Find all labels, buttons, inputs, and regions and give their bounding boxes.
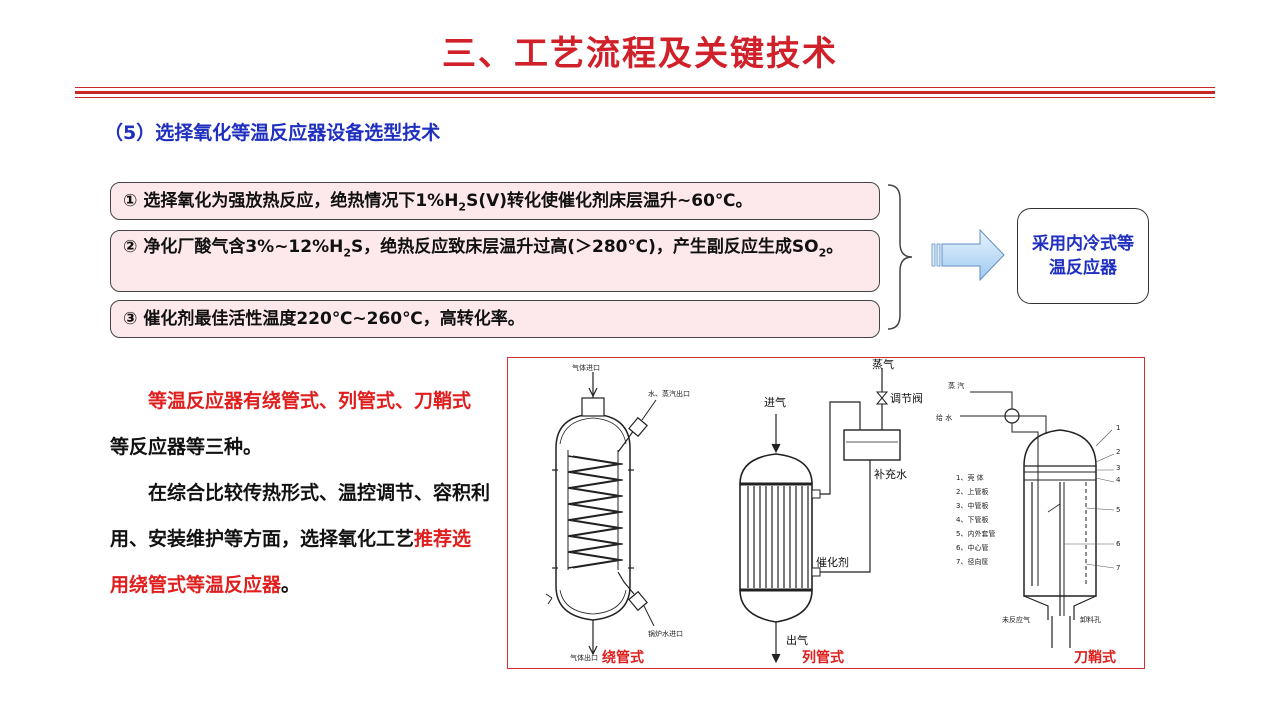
tube-steam-label: 蒸气 [872, 358, 894, 371]
reactor-types-suffix: 等反应器等三种。 [110, 436, 263, 458]
comparison-text: 在综合比较传热形式、温控调节、容积利用、安装维护等方面，选择氧化工艺 [110, 482, 491, 550]
title-divider-thin-top [75, 87, 1215, 88]
item-sub: 2 [458, 200, 467, 214]
item-text-pre: 选择氧化为强放热反应，绝热情况下1%H [143, 191, 459, 211]
sheath-discharge-label: 卸料孔 [1080, 615, 1101, 624]
coil-steam-outlet-label: 水、蒸汽出口 [648, 389, 690, 398]
sheath-reactor-diagram [960, 391, 1115, 648]
section-subtitle: （5）选择氧化等温反应器设备选型技术 [104, 122, 441, 144]
sheath-number-1: 1 [1116, 424, 1120, 432]
sheath-number-4: 4 [1116, 476, 1121, 484]
sheath-unreacted-label: 未反应气 [1002, 615, 1030, 624]
reactor-types-highlight: 等温反应器有绕管式、列管式、刀鞘式 [148, 390, 472, 412]
sheath-legend-1: 1、壳 体 [956, 473, 984, 482]
caption-tube: 列管式 [802, 650, 844, 666]
item-number: ② [123, 237, 138, 257]
item-text-mid: S，绝热反应致床层温升过高(＞280℃)，产生副反应生成SO [351, 237, 819, 257]
right-arrow-icon [931, 228, 1005, 282]
item-sub: 2 [818, 246, 827, 260]
caption-sheath: 刀鞘式 [1074, 650, 1116, 666]
item-number: ③ [123, 309, 138, 329]
result-text: 采用内冷式等温反应器 [1032, 234, 1134, 278]
sheath-number-2: 2 [1116, 448, 1120, 456]
coil-gas-outlet-label: 气体出口 [570, 653, 598, 662]
recommendation-end: 。 [281, 574, 301, 596]
coil-gas-inlet-label: 气体进口 [572, 363, 600, 372]
recommendation-highlight: 推荐选用绕管式等温反应器 [110, 528, 472, 596]
reason-item-2: ② 净化厂酸气含3%~12%H2S，绝热反应致床层温升过高(＞280℃)，产生副… [110, 230, 880, 292]
tube-valve-label: 调节阀 [890, 391, 923, 405]
title-divider [75, 91, 1215, 94]
description-paragraph: 等温反应器有绕管式、列管式、刀鞘式等反应器等三种。 在综合比较传热形式、温控调节… [110, 378, 490, 608]
reason-item-1: ① 选择氧化为强放热反应，绝热情况下1%H2S(V)转化使催化剂床层温升~60℃… [110, 182, 880, 220]
sheath-number-7: 7 [1116, 564, 1120, 572]
sheath-number-5: 5 [1116, 506, 1120, 514]
tube-outlet-label: 出气 [786, 633, 808, 647]
title-divider-thin-bottom [75, 97, 1215, 98]
item-text-pre: 净化厂酸气含3%~12%H [143, 237, 344, 257]
sheath-number-6: 6 [1116, 540, 1121, 548]
tube-reactor-diagram [739, 368, 901, 664]
sheath-legend-7: 7、径向筐 [956, 557, 988, 566]
item-text: 催化剂最佳活性温度220℃~260℃，高转化率。 [143, 309, 525, 329]
result-box: 采用内冷式等温反应器 [1017, 208, 1149, 304]
page-title: 三、工艺流程及关键技术 [442, 34, 838, 74]
item-number: ① [123, 191, 138, 211]
coil-reactor-diagram [545, 372, 657, 656]
sheath-legend-4: 4、下管板 [956, 515, 988, 524]
tube-makeup-water-label: 补充水 [874, 467, 907, 481]
reactor-diagram-figure: 气体进口 水、蒸汽出口 锅炉水进口 气体出口 [507, 357, 1145, 669]
item-text-post: 。 [826, 237, 844, 257]
sheath-legend-6: 6、中心管 [956, 543, 988, 552]
right-brace-icon [887, 184, 913, 330]
tube-catalyst-label: 催化剂 [816, 555, 849, 569]
item-text-post: S(V)转化使催化剂床层温升~60℃。 [466, 191, 753, 211]
sheath-number-3: 3 [1116, 464, 1120, 472]
sheath-legend-5: 5、内外套管 [956, 529, 995, 538]
item-sub: 2 [343, 246, 352, 260]
sheath-water-label: 给 水 [936, 413, 952, 422]
sheath-steam-label: 蒸 汽 [948, 381, 964, 390]
coil-water-inlet-label: 锅炉水进口 [648, 629, 683, 638]
reason-item-3: ③ 催化剂最佳活性温度220℃~260℃，高转化率。 [110, 300, 880, 338]
caption-coil: 绕管式 [602, 650, 644, 666]
sheath-legend-3: 3、中管板 [956, 501, 988, 510]
reactor-diagrams: 气体进口 水、蒸汽出口 锅炉水进口 气体出口 [545, 358, 1121, 664]
tube-inlet-label: 进气 [764, 395, 786, 409]
sheath-legend-2: 2、上管板 [956, 487, 988, 496]
